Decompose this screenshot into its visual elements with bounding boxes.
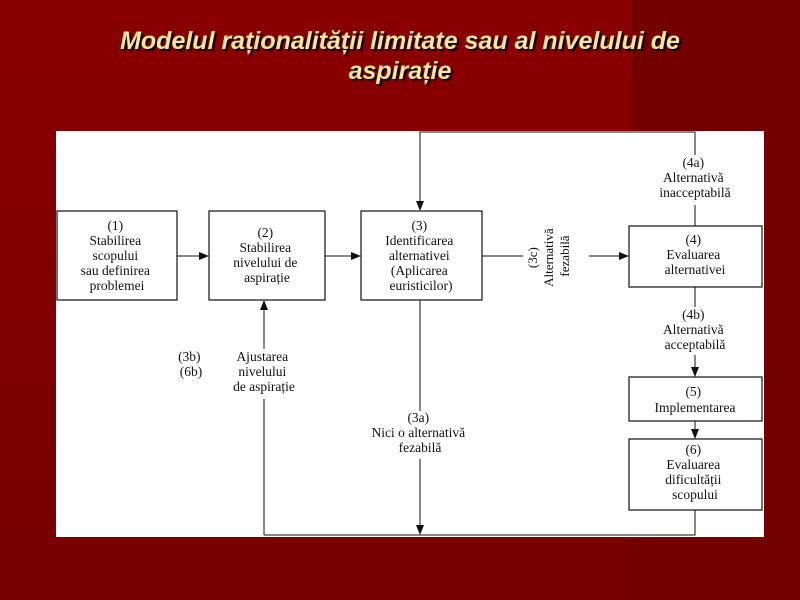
flow-diagram: (1) Stabilirea scopului sau definirea pr… [56,131,763,536]
box-6 [628,438,763,511]
diagram-panel: (1) Stabilirea scopului sau definirea pr… [56,131,764,537]
title-line-2: aspirație [348,57,452,85]
title-line-1: Modelul raționalității limitate sau al n… [120,27,680,55]
arrow-6b-return [264,510,696,536]
label-ajustarea: Ajustarea nivelului de aspirație [233,349,295,394]
box-3-text: (3) Identificarea alternativei (Aplicare… [385,218,457,293]
box-4-text: (4) Evaluarea alternativei [665,232,726,277]
label-3b-6b: (3b) (6b) [178,349,204,379]
box-2-text: (2) Stabilirea nivelului de aspirație [233,225,301,285]
label-3c: (3c) Alternativă fezabilă [525,225,572,287]
slide-title: Modelul raționalității limitate sau al n… [60,26,740,86]
box-1 [56,210,178,301]
label-4b: (4b) Alternativă acceptabilă [663,307,727,352]
label-3a: (3a) Nici o alternativă fezabilă [371,410,468,455]
box-1-text: (1) Stabilirea scopului sau definirea pr… [81,218,154,293]
box-5 [628,376,763,422]
box-6-text: (6) Evaluarea dificultății scopului [665,442,725,502]
box-5-text: (5) Implementarea [655,384,736,415]
label-4a: (4a) Alternativă inacceptabilă [659,155,730,200]
